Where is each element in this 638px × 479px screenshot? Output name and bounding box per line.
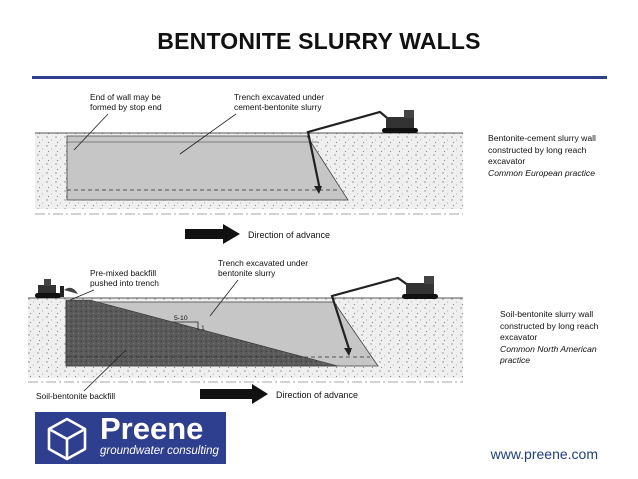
bottom-callout-backfill: Pre-mixed backfill pushed into trench (69, 268, 159, 301)
bulldozer-icon (35, 279, 78, 298)
preene-logo: Preene groundwater consulting (35, 412, 226, 464)
top-callout-end-of-wall: End of wall may be formed by stop end (73, 92, 163, 151)
title-divider (32, 76, 607, 79)
svg-text:Trench excavated under b: Trench excavated under bentonite slurry (218, 258, 310, 278)
bottom-side-note: Soil-bentonite slurry wall constructed b… (500, 309, 620, 367)
bottom-practice-note: Common North American (500, 343, 597, 354)
top-excavator-icon (306, 110, 418, 194)
website-link[interactable]: www.preene.com (490, 446, 598, 462)
top-callout-trench: Trench excavated under cement-bentonite … (179, 92, 326, 155)
top-arrow-label: Direction of advance (248, 230, 330, 240)
bottom-callout-soil-backfill: Soil-bentonite backfill (36, 349, 127, 401)
slide-title: BENTONITE SLURRY WALLS (157, 28, 481, 54)
top-practice-note: Common European practice (488, 167, 595, 178)
cube-icon (47, 417, 87, 461)
svg-text:End of wall may be forme: End of wall may be formed by stop end (90, 92, 163, 112)
svg-text:1: 1 (201, 325, 205, 332)
bottom-excavator-icon (330, 276, 438, 356)
svg-text:Soil-bentonite backfill: Soil-bentonite backfill (36, 391, 115, 401)
top-side-note: Bentonite-cement slurry wall constructed… (488, 133, 628, 179)
svg-text:Pre-mixed backfill pushe: Pre-mixed backfill pushed into trench (90, 268, 159, 288)
brand-tagline: groundwater consulting (100, 445, 219, 457)
bottom-arrow-label: Direction of advance (276, 390, 358, 400)
bottom-callout-trench: Trench excavated under bentonite slurry (209, 258, 310, 317)
bottom-direction-arrow-icon (200, 384, 268, 404)
brand-name: Preene (100, 411, 204, 446)
top-trench-slurry (66, 135, 349, 201)
svg-text:Trench excavated under c: Trench excavated under cement-bentonite … (234, 92, 326, 112)
top-direction-arrow-icon (185, 224, 240, 244)
slope-indicator: 5-10 1 (172, 315, 205, 332)
svg-text:5-10: 5-10 (174, 315, 188, 322)
bottom-soil-bentonite-backfill (65, 299, 339, 367)
